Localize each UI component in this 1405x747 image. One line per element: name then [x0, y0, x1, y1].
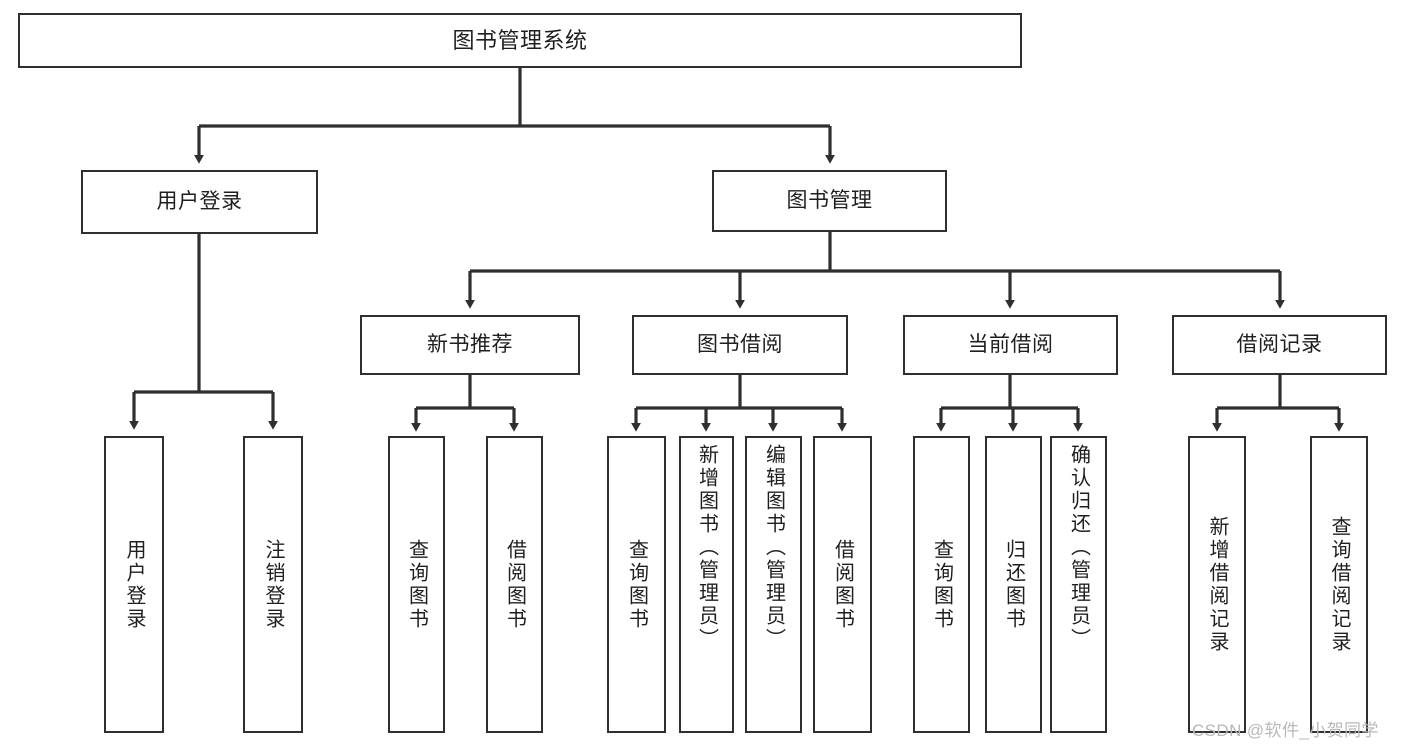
node-book-borrow[interactable]: 图书借阅: [632, 315, 848, 375]
leaf-borrow-books-recommend[interactable]: 借阅图书: [486, 436, 543, 733]
leaf-borrow-books-recommend-label: 借阅图书: [503, 538, 526, 631]
node-root-label: 图书管理系统: [452, 27, 588, 53]
leaf-logout-label: 注销登录: [262, 538, 284, 631]
node-user-login-label: 用户登录: [156, 190, 243, 214]
leaf-query-books-borrow[interactable]: 查询图书: [607, 436, 666, 733]
node-current-borrow-label: 当前借阅: [967, 333, 1054, 357]
leaf-return-books-label: 归还图书: [1002, 538, 1025, 631]
node-user-login[interactable]: 用户登录: [81, 170, 318, 234]
node-new-book-recommendation[interactable]: 新书推荐: [360, 315, 580, 375]
leaf-logout[interactable]: 注销登录: [243, 436, 303, 733]
node-book-management-label: 图书管理: [786, 189, 873, 213]
leaf-query-borrow-record[interactable]: 查询借阅记录: [1310, 436, 1368, 733]
leaf-edit-book-admin-label: 编辑图书（管理员）: [762, 444, 785, 651]
node-current-borrow[interactable]: 当前借阅: [903, 315, 1118, 375]
leaf-add-book-admin-label: 新增图书（管理员）: [695, 444, 718, 651]
leaf-query-books-recommend-label: 查询图书: [405, 538, 428, 631]
watermark: CSDN @软件_小贺同学: [1192, 721, 1379, 740]
node-book-borrow-label: 图书借阅: [697, 333, 783, 357]
node-new-book-recommendation-label: 新书推荐: [427, 333, 513, 357]
leaf-query-books-current[interactable]: 查询图书: [913, 436, 970, 733]
leaf-confirm-return-admin[interactable]: 确认归还（管理员）: [1050, 436, 1107, 733]
leaf-borrow-books-label: 借阅图书: [831, 538, 854, 631]
leaf-user-login-label: 用户登录: [123, 538, 145, 631]
leaf-add-borrow-record-label: 新增借阅记录: [1206, 515, 1228, 654]
leaf-edit-book-admin[interactable]: 编辑图书（管理员）: [745, 436, 802, 733]
leaf-query-books-borrow-label: 查询图书: [625, 538, 648, 631]
leaf-add-book-admin[interactable]: 新增图书（管理员）: [679, 436, 734, 733]
leaf-confirm-return-admin-label: 确认归还（管理员）: [1067, 444, 1090, 651]
leaf-query-borrow-record-label: 查询借阅记录: [1328, 515, 1350, 654]
node-book-management[interactable]: 图书管理: [712, 170, 947, 232]
leaf-add-borrow-record[interactable]: 新增借阅记录: [1188, 436, 1246, 733]
leaf-user-login[interactable]: 用户登录: [104, 436, 164, 733]
leaf-query-books-current-label: 查询图书: [930, 538, 953, 631]
leaf-query-books-recommend[interactable]: 查询图书: [388, 436, 445, 733]
node-root[interactable]: 图书管理系统: [18, 13, 1022, 68]
leaf-borrow-books[interactable]: 借阅图书: [813, 436, 872, 733]
node-borrow-records[interactable]: 借阅记录: [1172, 315, 1387, 375]
node-borrow-records-label: 借阅记录: [1236, 333, 1323, 357]
leaf-return-books[interactable]: 归还图书: [985, 436, 1042, 733]
